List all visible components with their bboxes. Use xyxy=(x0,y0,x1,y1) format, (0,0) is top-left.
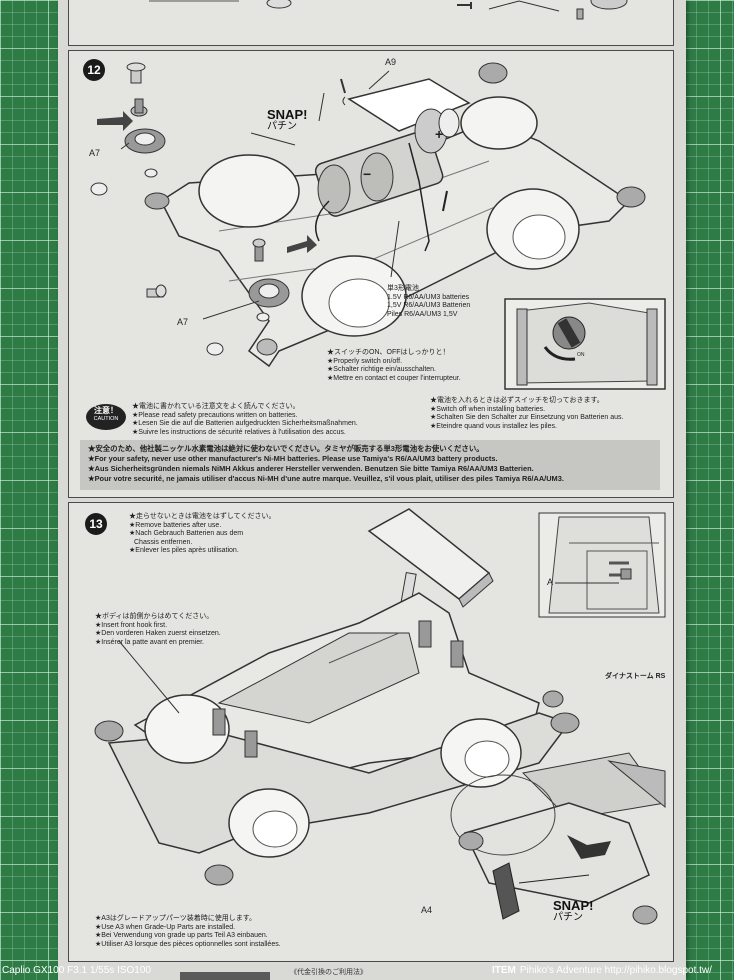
caution-badge: 注意！ CAUTION xyxy=(86,404,126,430)
caution-right-text: ★電池を入れるときは必ずスイッチを切っておきます。 ★Switch off wh… xyxy=(430,397,624,430)
caution-left-text: ★電池に書かれている注意文をよく読んでください。 ★Please read sa… xyxy=(132,403,358,436)
dark-strip xyxy=(180,972,270,980)
switch-on-label: ON xyxy=(577,352,585,358)
svg-text:−: − xyxy=(363,166,371,182)
step-number: 13 xyxy=(85,513,107,535)
snap-label: SNAP! パチン xyxy=(553,899,593,923)
snap-jp: パチン xyxy=(553,911,583,923)
camera-caption: Caplio GX100 F3.1 1/55s ISO100 xyxy=(2,965,151,976)
a3-note: ★A3はグレードアップパーツ装着時に使用します。 ★Use A3 when Gr… xyxy=(95,915,281,948)
step-12-panel: + − 12 A9 A7 A7 SNAP! パ xyxy=(68,50,674,498)
snap-label: SNAP! パチン xyxy=(267,108,307,132)
previous-step-panel xyxy=(68,0,674,46)
snap-en: SNAP! xyxy=(267,107,308,122)
previous-step-illustration xyxy=(149,0,628,20)
front-hook-note: ★ボディは前側からはめてください。 ★Insert front hook fir… xyxy=(95,613,221,646)
step-number: 12 xyxy=(83,59,105,81)
part-label-a9: A9 xyxy=(385,57,397,67)
switch-note: ★スイッチのON、OFFはしっかりと！ ★Properly switch on/… xyxy=(327,349,461,382)
snap-en: SNAP! xyxy=(553,898,594,913)
instruction-sheet: + − 12 A9 A7 A7 SNAP! パ xyxy=(58,0,686,980)
safety-text: ★安全のため、他社製ニッケル水素電池は絶対に使わないでください。タミヤが販売する… xyxy=(88,444,564,483)
safety-band xyxy=(80,440,660,490)
body-install-illustration xyxy=(94,508,666,925)
item-label: ITEM xyxy=(492,965,516,976)
part-label-a4: A4 xyxy=(421,905,433,915)
blog-url: Pihiko's Adventure http://pihiko.blogspo… xyxy=(519,965,712,976)
battery-note: 単3形電池 1.5V R6/AA/UM3 batteries 1,5V R6/A… xyxy=(387,285,471,318)
svg-text:+: + xyxy=(435,126,443,142)
remove-battery-note: ★走らせないときは電池をはずしてください。 ★Remove batteries … xyxy=(129,513,276,555)
step-13-panel: 13 ★走らせないときは電池をはずしてください。 ★Remove batteri… xyxy=(68,502,674,962)
battery-install-illustration: + − xyxy=(90,62,666,390)
bottom-jp-text: 《代金引換のご利用法》 xyxy=(290,969,367,976)
car-name: ダイナストーム RS xyxy=(605,673,666,680)
part-label-a7-top: A7 xyxy=(89,148,101,158)
part-label-a7-bottom: A7 xyxy=(177,317,189,327)
part-label-a: A xyxy=(547,577,554,587)
snap-jp: パチン xyxy=(267,120,297,132)
